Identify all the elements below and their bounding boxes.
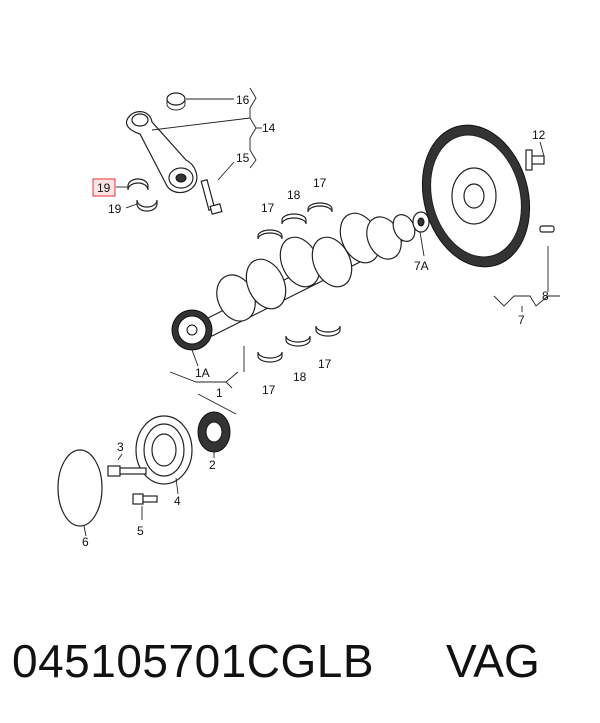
crankshaft xyxy=(199,212,416,337)
callout-8: 8 xyxy=(542,289,549,303)
callout-7: 7 xyxy=(518,313,525,327)
callout-15: 15 xyxy=(236,151,250,165)
callout-7A: 7A xyxy=(414,259,429,273)
callout-4: 4 xyxy=(174,494,181,508)
dowel-pin xyxy=(539,225,555,233)
main-bearing-shells-upper xyxy=(257,202,333,240)
callout-19-highlighted: 19 xyxy=(97,181,111,195)
main-bearing-shells-lower xyxy=(257,325,341,363)
callout-18-top: 18 xyxy=(287,188,301,202)
part-number: 045105701CGLB xyxy=(12,635,375,687)
leader-lines xyxy=(83,87,560,537)
callout-labels: 16 14 15 19 19 18 17 17 12 7A 8 7 1A 1 1… xyxy=(82,93,549,549)
callout-2: 2 xyxy=(209,458,216,472)
callout-1A: 1A xyxy=(195,366,210,380)
callout-17-bottom-right: 17 xyxy=(318,357,332,371)
callout-17-bottom-left: 17 xyxy=(262,383,276,397)
pulley-bolt-short xyxy=(132,493,158,505)
callout-12: 12 xyxy=(532,128,546,142)
callout-1: 1 xyxy=(216,386,223,400)
cover-cap xyxy=(57,449,103,527)
callout-3: 3 xyxy=(117,440,124,454)
rod-bolt xyxy=(200,178,223,215)
sprocket xyxy=(197,411,231,453)
callout-17-top-right: 17 xyxy=(313,176,327,190)
callout-14: 14 xyxy=(262,121,276,135)
pulley xyxy=(135,415,193,485)
connecting-rod xyxy=(125,111,198,194)
callout-17-top-left: 17 xyxy=(261,201,275,215)
exploded-parts-diagram: 16 14 15 19 19 18 17 17 12 7A 8 7 1A 1 1… xyxy=(57,87,560,549)
pilot-bearing xyxy=(412,211,430,233)
brand-name: VAG xyxy=(446,635,540,687)
rod-bushing xyxy=(166,92,186,111)
callout-6: 6 xyxy=(82,535,89,549)
rod-bearing-shells xyxy=(127,178,158,212)
flywheel-bolt xyxy=(525,149,545,171)
callout-16: 16 xyxy=(236,93,250,107)
callout-19-highlight-box xyxy=(92,178,116,197)
crank-timing-gear xyxy=(171,309,213,351)
callout-19: 19 xyxy=(108,202,122,216)
callout-18-bottom: 18 xyxy=(293,370,307,384)
pulley-bolt-long xyxy=(107,465,147,477)
callout-5: 5 xyxy=(137,524,144,538)
flywheel xyxy=(421,124,531,268)
